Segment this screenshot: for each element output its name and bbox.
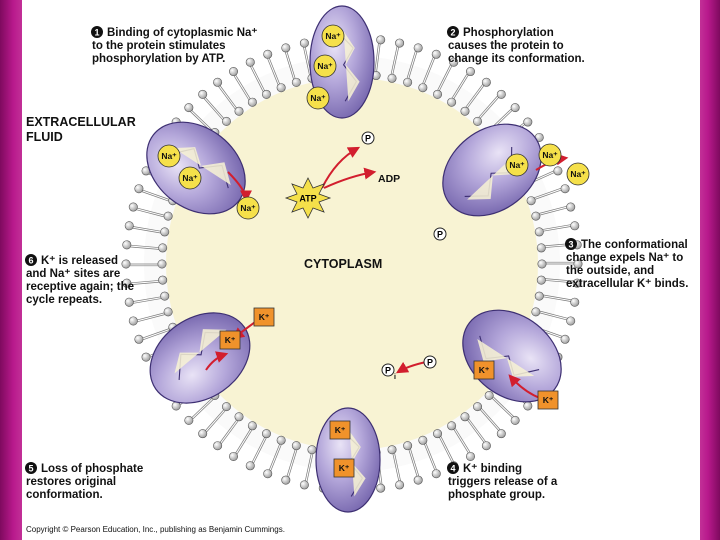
step-number: 3: [568, 240, 573, 250]
step-text-line: the outside, and: [566, 265, 654, 277]
svg-text:i: i: [394, 374, 396, 381]
svg-text:P: P: [365, 134, 371, 144]
step-text-line: phosphorylation by ATP.: [92, 53, 225, 65]
svg-text:P: P: [437, 230, 443, 240]
right-magenta-border: [700, 0, 720, 540]
step-captions: 1 Binding of cytoplasmic Na⁺to the protei…: [25, 26, 688, 501]
step-caption-1: 1 Binding of cytoplasmic Na⁺to the protei…: [91, 26, 257, 65]
sodium-ion: Na⁺: [157, 144, 181, 168]
step-text-line: K⁺ is released: [41, 255, 118, 267]
svg-text:Na⁺: Na⁺: [509, 160, 525, 170]
phosphate-release-arrow: [395, 361, 427, 374]
svg-text:K⁺: K⁺: [479, 365, 490, 375]
svg-text:Na⁺: Na⁺: [542, 150, 558, 160]
step-number: 1: [94, 28, 99, 38]
phosphate-top: P: [361, 131, 375, 145]
potassium-ion: K⁺: [219, 330, 241, 350]
step-text-line: The conformational: [581, 239, 688, 251]
site-arrow: [205, 351, 229, 371]
step-text-line: conformation.: [26, 489, 103, 501]
inorganic-phosphate: P i: [381, 363, 396, 381]
step-number: 4: [450, 464, 455, 474]
svg-text:Na⁺: Na⁺: [182, 173, 198, 183]
sodium-ion: Na⁺: [313, 54, 337, 78]
step-text-line: Loss of phosphate: [41, 463, 143, 475]
step-text-line: cycle repeats.: [26, 294, 102, 306]
sodium-ion: Na⁺: [538, 143, 562, 167]
pump-proteins: [146, 5, 562, 513]
step-text-line: extracellular K⁺ binds.: [566, 278, 688, 290]
potassium-ion: K⁺: [333, 458, 355, 478]
protein-step2: [442, 123, 542, 217]
phosphate-right: P: [433, 227, 447, 241]
svg-text:K⁺: K⁺: [259, 312, 270, 322]
svg-text:Na⁺: Na⁺: [570, 169, 586, 179]
ions: Na⁺ Na⁺ Na⁺ Na⁺ Na⁺ Na⁺ Na⁺ Na⁺ Na⁺ K⁺ K⁺ K⁺ K⁺ K⁺ K⁺: [157, 24, 590, 478]
sodium-ion: Na⁺: [566, 162, 590, 186]
copyright-notice: Copyright © Pearson Education, Inc., pub…: [26, 525, 285, 534]
atp-starburst: [284, 177, 332, 219]
sodium-ion: Na⁺: [321, 24, 345, 48]
left-magenta-border: [0, 0, 22, 540]
atp-label: ATP: [299, 194, 316, 204]
step-text-line: phosphate group.: [448, 489, 545, 501]
adp-release-arrow: [323, 167, 377, 189]
potassium-ion: K⁺: [253, 307, 275, 327]
cytoplasm-label: CYTOPLASM: [304, 257, 382, 271]
sodium-ion: Na⁺: [306, 86, 330, 110]
step-text-line: triggers release of a: [448, 476, 558, 488]
potassium-ion: K⁺: [537, 390, 559, 410]
atp-molecule: ATP: [284, 177, 332, 219]
potassium-ion: K⁺: [329, 420, 351, 440]
step-text-line: to the protein stimulates: [92, 40, 226, 52]
svg-text:Na⁺: Na⁺: [310, 93, 326, 103]
svg-text:K⁺: K⁺: [339, 463, 350, 473]
sodium-ion: Na⁺: [236, 196, 260, 220]
svg-text:P: P: [385, 366, 391, 376]
svg-text:Na⁺: Na⁺: [317, 61, 333, 71]
k-binding-arrow: [508, 374, 541, 399]
svg-text:K⁺: K⁺: [225, 335, 236, 345]
svg-text:K⁺: K⁺: [335, 425, 346, 435]
step-number: 2: [450, 28, 455, 38]
step-number: 6: [28, 256, 33, 266]
step-text-line: K⁺ binding: [463, 463, 522, 475]
step-text-line: causes the protein to: [448, 40, 564, 52]
adp-label: ADP: [378, 173, 400, 185]
svg-text:K⁺: K⁺: [543, 395, 554, 405]
extracellular-label: EXTRACELLULAR: [26, 115, 136, 129]
step-text-line: change expels Na⁺ to: [566, 252, 683, 264]
step-text-line: change its conformation.: [448, 53, 585, 65]
fluid-label: FLUID: [26, 130, 63, 144]
sodium-ion: Na⁺: [178, 166, 202, 190]
step-text-line: restores original: [26, 476, 116, 488]
step-text-line: receptive again; the: [26, 281, 134, 293]
sodium-ion: Na⁺: [505, 153, 529, 177]
step-number: 5: [28, 464, 33, 474]
svg-text:Na⁺: Na⁺: [161, 151, 177, 161]
svg-text:Na⁺: Na⁺: [240, 203, 256, 213]
svg-text:Na⁺: Na⁺: [325, 31, 341, 41]
potassium-ion: K⁺: [473, 360, 495, 380]
step-text-line: Binding of cytoplasmic Na⁺: [107, 27, 257, 39]
step-text-line: Phosphorylation: [463, 27, 554, 39]
step-text-line: and Na⁺ sites are: [26, 268, 120, 280]
phosphate-bottom: P: [423, 355, 437, 369]
svg-text:P: P: [427, 358, 433, 368]
